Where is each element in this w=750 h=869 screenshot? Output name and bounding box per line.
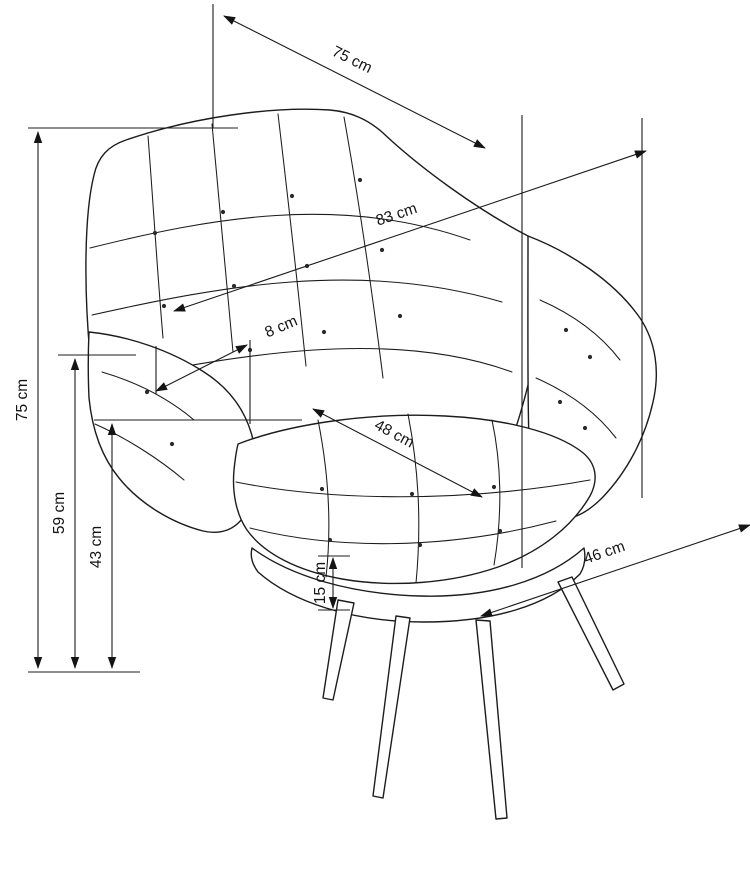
tuft-button bbox=[587, 354, 593, 360]
dim-label-cushion-thickness: 15 cm bbox=[312, 562, 329, 604]
tuft-button bbox=[321, 329, 327, 335]
tuft-button bbox=[497, 528, 503, 534]
dim-arrow-diagonal-depth bbox=[173, 150, 647, 312]
tuft-button bbox=[491, 484, 497, 490]
chair-leg-back-left bbox=[372, 615, 411, 799]
tuft-button bbox=[161, 303, 167, 309]
tuft-button bbox=[289, 193, 295, 199]
tuft-button bbox=[417, 542, 423, 548]
dim-label-seat-height: 43 cm bbox=[88, 526, 105, 568]
left-arm-seam bbox=[94, 423, 185, 481]
dim-label-overall-height: 75 cm bbox=[14, 379, 31, 421]
dim-arrow-armrest-thickness bbox=[155, 344, 248, 392]
right-arm-seam bbox=[535, 377, 617, 439]
tuft-button bbox=[144, 389, 150, 395]
tuft-button bbox=[152, 230, 158, 236]
tuft-button bbox=[327, 537, 333, 543]
chair-leg-front-left bbox=[322, 599, 355, 701]
dim-arrow-overall-width-top bbox=[223, 15, 486, 149]
tuft-button bbox=[379, 247, 385, 253]
dim-arrow-seat-width bbox=[312, 408, 483, 498]
chair-leg-front-right bbox=[557, 576, 625, 691]
tuft-button bbox=[231, 283, 237, 289]
tuft-button bbox=[169, 441, 175, 447]
tuft-button bbox=[582, 425, 588, 431]
chair-drawing bbox=[85, 108, 658, 820]
tuft-button bbox=[557, 399, 563, 405]
dim-arrow-seat-depth bbox=[480, 524, 750, 617]
dim-label-overall-width-top: 75 cm bbox=[329, 43, 374, 77]
dim-label-armrest-height: 59 cm bbox=[51, 492, 68, 534]
tuft-button bbox=[563, 327, 569, 333]
left-arm-seam bbox=[101, 371, 195, 421]
tuft-button bbox=[220, 209, 226, 215]
dim-label-seat-depth: 46 cm bbox=[582, 538, 627, 568]
tuft-button bbox=[397, 313, 403, 319]
tuft-button bbox=[357, 177, 363, 183]
tuft-button bbox=[409, 491, 415, 497]
tuft-button bbox=[319, 486, 325, 492]
chair-leg-back-right bbox=[475, 619, 508, 820]
